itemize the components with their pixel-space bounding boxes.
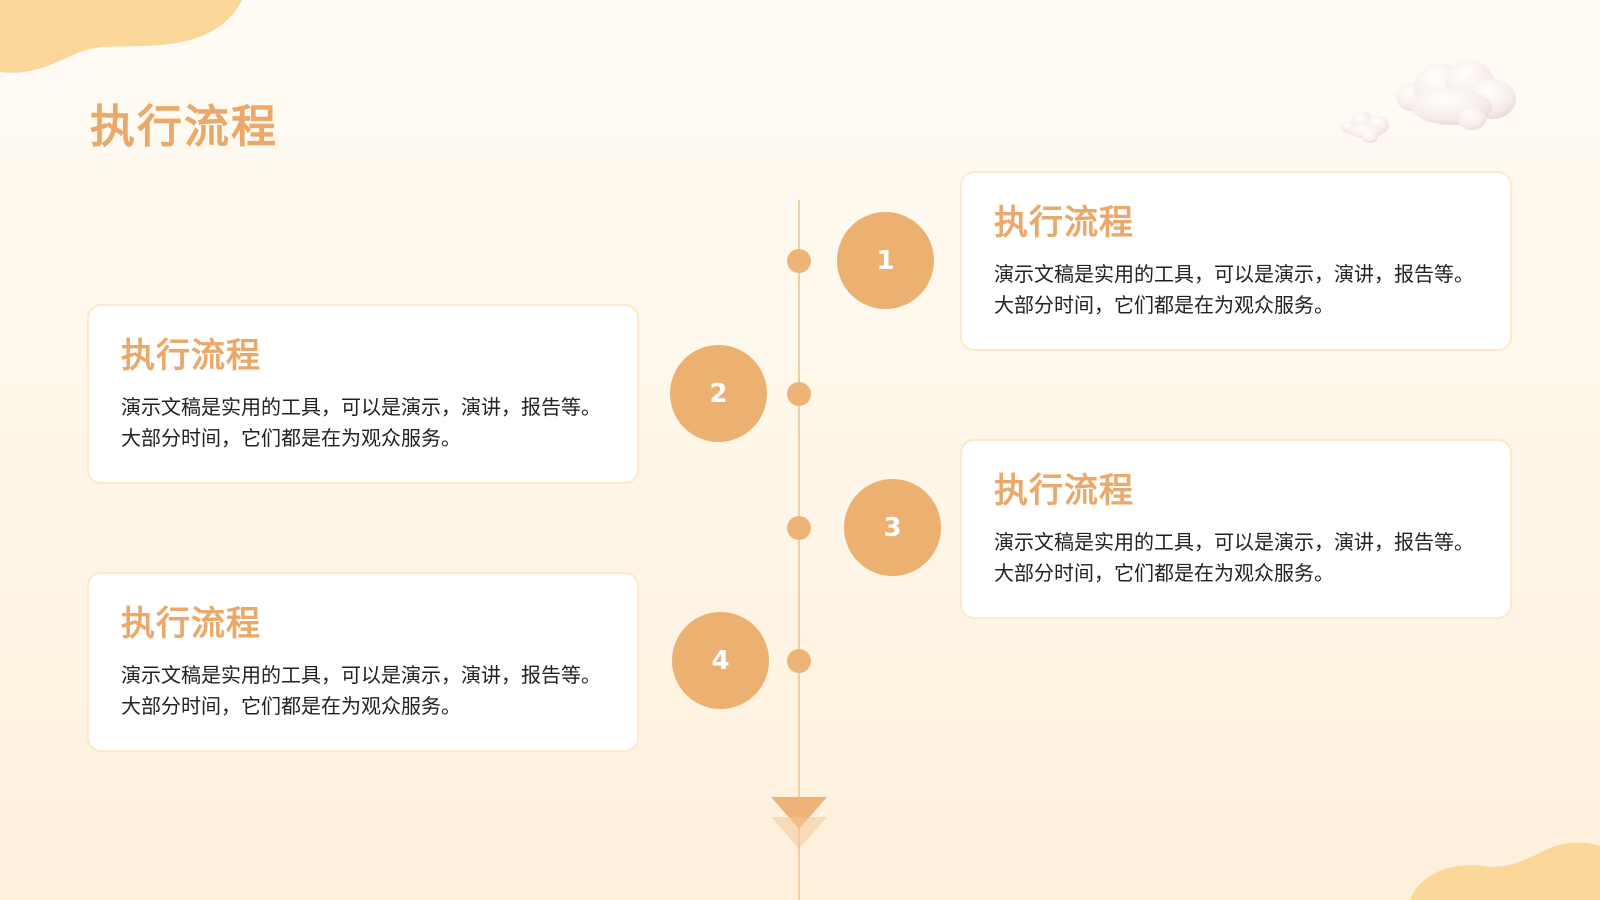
step-card-title: 执行流程 [121,336,261,376]
timeline-dot-2 [787,382,811,406]
step-number-1: 1 [837,212,934,309]
timeline-dot-3 [787,516,811,540]
step-card-text: 演示文稿是实用的工具，可以是演示，演讲，报告等。大部分时间，它们都是在为观众服务… [121,663,601,718]
step-card-text: 演示文稿是实用的工具，可以是演示，演讲，报告等。大部分时间，它们都是在为观众服务… [121,395,601,450]
step-card-title: 执行流程 [121,604,261,644]
step-card-3: 执行流程 演示文稿是实用的工具，可以是演示，演讲，报告等。大部分时间，它们都是在… [960,439,1512,619]
step-card-title: 执行流程 [994,203,1134,243]
step-card-4: 执行流程 演示文稿是实用的工具，可以是演示，演讲，报告等。大部分时间，它们都是在… [87,572,639,752]
timeline-dot-4 [787,649,811,673]
timeline-dot-1 [787,249,811,273]
step-card-title: 执行流程 [994,471,1134,511]
step-card-text: 演示文稿是实用的工具，可以是演示，演讲，报告等。大部分时间，它们都是在为观众服务… [994,530,1474,585]
down-arrow-icon [771,797,827,849]
corner-blob-bottom-right [1410,842,1600,900]
step-number-4: 4 [672,612,769,709]
step-number-2: 2 [670,345,767,442]
step-card-text: 演示文稿是实用的工具，可以是演示，演讲，报告等。大部分时间，它们都是在为观众服务… [994,262,1474,317]
page-title: 执行流程 [90,100,279,153]
step-number-3: 3 [844,479,941,576]
step-card-1: 执行流程 演示文稿是实用的工具，可以是演示，演讲，报告等。大部分时间，它们都是在… [960,171,1512,351]
corner-blob-top-left [0,0,242,73]
timeline-line [798,200,800,900]
step-card-2: 执行流程 演示文稿是实用的工具，可以是演示，演讲，报告等。大部分时间，它们都是在… [87,304,639,484]
cloud-icon [1341,60,1516,143]
